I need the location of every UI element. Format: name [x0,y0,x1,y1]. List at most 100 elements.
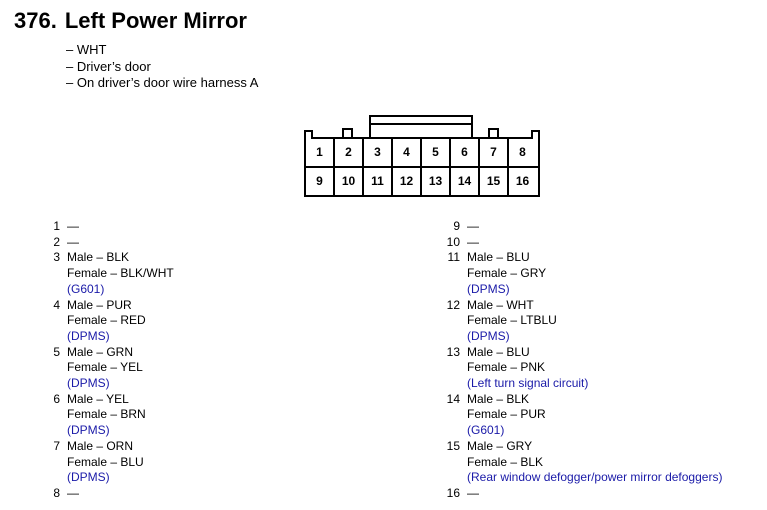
pin-number: 11 [447,250,460,265]
pin-cell: 10 [341,174,356,188]
pin-number: 7 [53,438,60,453]
wire-color-line: — [467,219,479,233]
pin-cell: 9 [316,174,323,188]
circuit-note: (DPMS) [467,281,510,296]
pin-cell: 14 [457,174,472,188]
wire-color-line: Female – BLK/WHT [67,266,174,281]
circuit-note: (G601) [467,423,505,438]
wire-color-line: Female – RED [67,313,146,328]
wire-color-line: — [467,234,479,249]
pin-description: — [67,235,174,251]
pin-cell: 4 [403,145,410,159]
wire-color-line: Female – BLU [67,454,144,469]
pin-description: — [467,235,722,251]
pin-description: — [67,486,174,502]
pin-cell: 8 [519,145,526,159]
circuit-note: (Rear window defogger/power mirror defog… [467,470,723,485]
pin-cell: 11 [371,174,384,188]
wire-color-line: Female – GRY [467,266,547,281]
wire-color-line: Female – PUR [467,407,546,422]
circuit-note: (Left turn signal circuit) [467,376,589,391]
info-color: – WHT [66,42,107,57]
pin-entry: 8— [30,486,137,502]
wire-color-line: Female – YEL [67,360,143,375]
pin-cell: 16 [515,174,530,188]
pin-number: 13 [446,344,460,359]
pin-cell: 15 [486,174,501,188]
wire-color-line: Male – BLU [467,250,530,265]
wire-color-line: Male – ORN [67,438,134,453]
pin-cell: 13 [428,174,443,188]
wire-color-line: — [67,219,79,233]
connector-info: – WHT – Driver’s door – On driver’s door… [66,42,258,92]
circuit-note: (G601) [67,281,105,296]
pin-description: — [67,219,174,235]
circuit-note: (DPMS) [67,423,110,438]
wire-color-line: — [67,485,79,500]
pin-number: 1 [53,219,60,233]
pin-number: 15 [446,438,460,453]
pin-number: 12 [446,297,460,312]
pin-cell: 5 [432,145,439,159]
pin-number: 4 [53,297,60,312]
pin-number: 14 [446,391,460,406]
section-title: Left Power Mirror [64,8,247,33]
wire-color-line: Male – BLU [467,344,530,359]
wire-color-line: Female – BLK [467,454,544,469]
pin-number: 8 [53,485,60,500]
wire-color-line: — [67,234,79,249]
circuit-note: (DPMS) [67,376,110,391]
pin-entry: 1— [30,219,137,235]
info-location: – Driver’s door [66,58,151,74]
pin-entry: 16 — [430,486,685,502]
wire-color-line: Female – LTBLU [467,313,557,328]
connector-outline [304,115,540,197]
pin-number: 2 [53,234,60,249]
wire-color-line: Female – BRN [67,407,146,422]
circuit-note: (DPMS) [67,328,110,343]
pin-entry: 9— [430,219,685,235]
wire-color-line: Male – GRY [467,438,533,453]
section-number: 376. [14,8,57,33]
wire-color-line: — [467,485,479,500]
pin-description: — [467,219,722,235]
wire-color-line: Male – PUR [67,297,132,312]
pin-number: 5 [53,344,60,359]
pin-cell: 12 [399,174,414,188]
circuit-note: (DPMS) [67,470,110,485]
wire-color-line: Male – YEL [67,391,129,406]
wire-color-line: Female – PNK [467,360,546,375]
pin-cell: 6 [461,145,468,159]
wire-color-line: Male – GRN [67,344,134,359]
pin-description: — [467,486,722,502]
pin-cell: 3 [374,145,381,159]
pin-number: 9 [453,219,460,233]
wire-color-line: Male – WHT [467,297,534,312]
wire-color-line: Male – BLK [67,250,130,265]
info-harness: – On driver’s door wire harness A [66,75,259,90]
pin-cell: 7 [490,145,497,159]
pin-number: 16 [446,485,460,500]
pin-number: 3 [53,250,60,265]
wire-color-line: Male – BLK [467,391,530,406]
page-title: 376. Left Power Mirror [14,8,247,34]
